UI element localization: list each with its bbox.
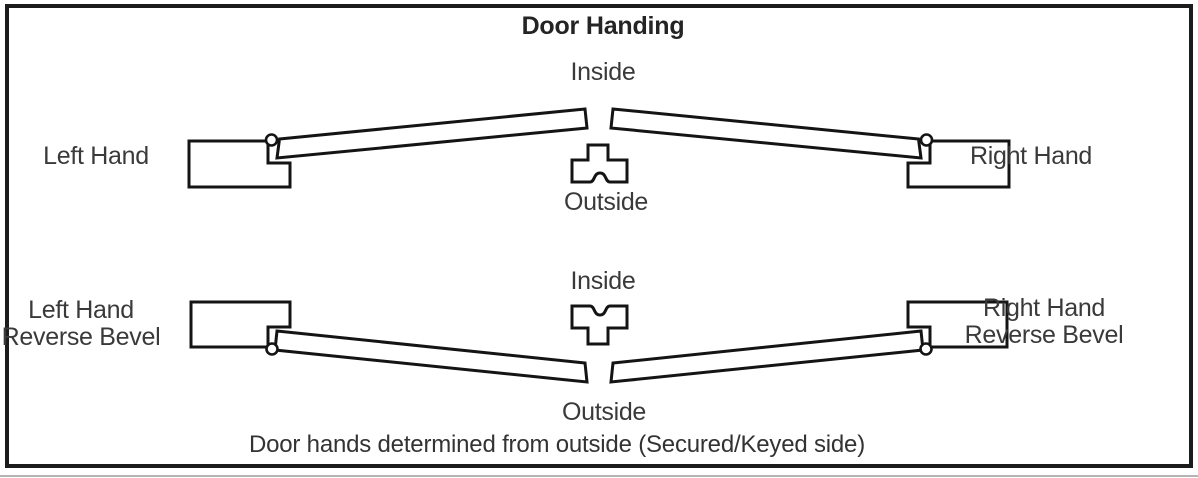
left-hand-reverse-jamb (189, 300, 292, 349)
left-hand-reverse-door-panel (273, 329, 589, 384)
bottom-outside-label: Outside (561, 398, 647, 426)
left-hand-door-panel (275, 107, 589, 160)
bottom-inside-label: Inside (570, 267, 636, 295)
right-hand-reverse-bevel-label-line2: Reverse Bevel (964, 321, 1124, 349)
left-hand-jamb (187, 139, 292, 189)
left-hand-reverse-bevel-figure (189, 300, 589, 384)
right-hand-door-panel (609, 107, 923, 160)
right-hand-reverse-bevel-figure (609, 300, 1009, 384)
diagram-title: Door Handing (521, 12, 685, 40)
hinge-pivot-icon (265, 342, 279, 356)
diagram-border (5, 4, 1193, 468)
diagram-caption: Door hands determined from outside (Secu… (248, 431, 865, 458)
right-hand-reverse-bevel-label-line1: Right Hand (982, 294, 1106, 322)
right-hand-label: Right Hand (969, 142, 1093, 170)
hinge-pivot-icon (919, 342, 933, 356)
top-inside-label: Inside (570, 58, 636, 86)
left-hand-label: Left Hand (43, 142, 149, 170)
left-hand-door-figure (187, 107, 589, 189)
page-edge-rule (0, 475, 1198, 477)
left-hand-reverse-bevel-label-line1: Left Hand (28, 296, 134, 324)
right-hand-reverse-door-panel (609, 329, 925, 384)
top-outside-label: Outside (563, 188, 649, 216)
hinge-pivot-icon (919, 133, 934, 147)
right-hand-reverse-bevel-label: Right Hand Reverse Bevel (954, 295, 1134, 349)
right-hand-door-figure (609, 107, 1011, 189)
keyed-cylinder-icon (570, 304, 629, 346)
keyed-cylinder-icon (570, 143, 629, 184)
left-hand-reverse-bevel-label: Left Hand Reverse Bevel (0, 297, 162, 351)
hinge-pivot-icon (264, 133, 279, 147)
left-hand-reverse-bevel-label-line2: Reverse Bevel (1, 323, 161, 351)
